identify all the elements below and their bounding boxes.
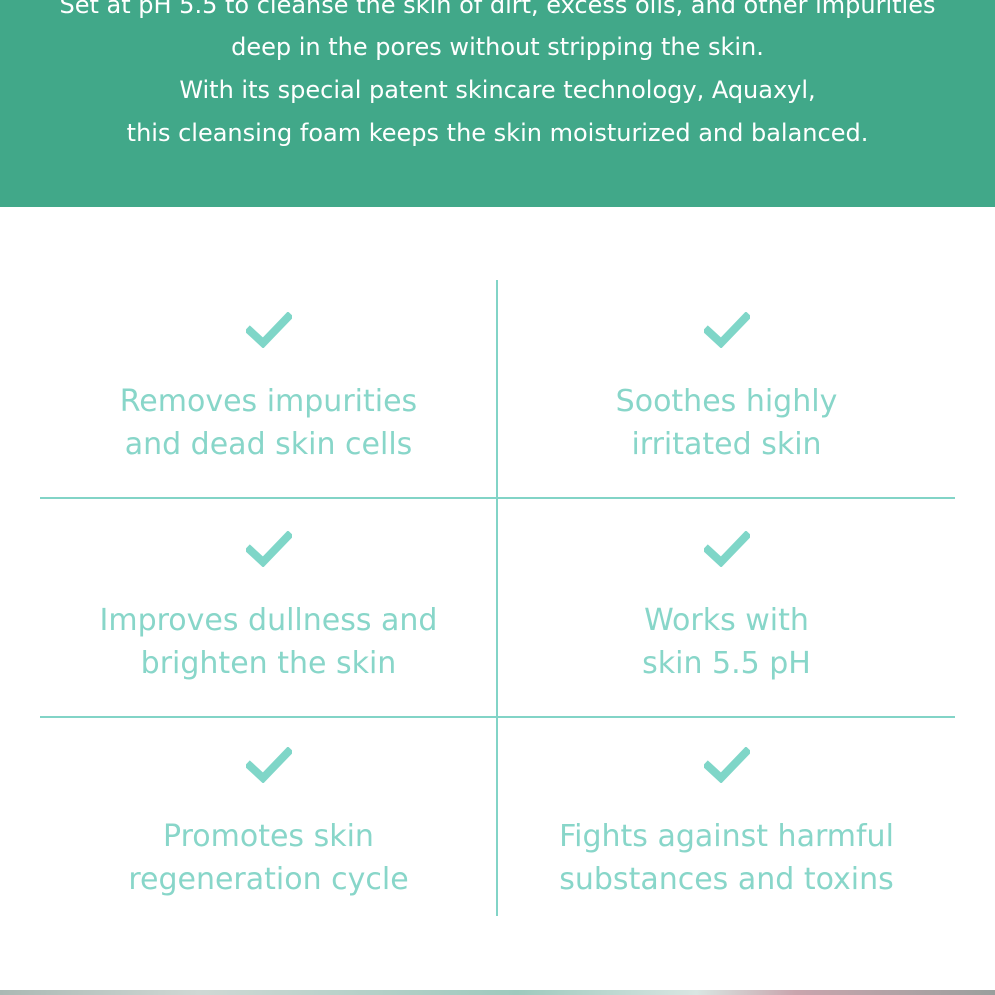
check-icon xyxy=(245,747,292,783)
check-icon xyxy=(703,531,750,567)
intro-line: Set at pH 5.5 to cleanse the skin of dir… xyxy=(59,0,936,19)
product-photo-strip xyxy=(0,990,995,995)
benefit-line: and dead skin cells xyxy=(124,427,413,462)
divider xyxy=(40,497,955,499)
check-icon xyxy=(703,747,750,783)
intro-line: With its special patent skincare technol… xyxy=(179,76,816,104)
benefit-item: Promotes skin regeneration cycle xyxy=(40,715,497,933)
check-icon xyxy=(245,531,292,567)
benefit-line: Works with xyxy=(644,603,809,638)
intro-line: this cleansing foam keeps the skin moist… xyxy=(126,119,869,147)
benefit-item: Works with skin 5.5 pH xyxy=(498,499,955,717)
benefit-line: brighten the skin xyxy=(140,646,397,681)
benefit-item: Removes impurities and dead skin cells xyxy=(40,280,497,498)
intro-banner: Set at pH 5.5 to cleanse the skin of dir… xyxy=(0,0,995,207)
intro-line: deep in the pores without stripping the … xyxy=(231,33,764,61)
benefit-item: Soothes highly irritated skin xyxy=(498,280,955,498)
benefit-line: Fights against harmful xyxy=(559,819,894,854)
divider xyxy=(40,716,955,718)
benefit-line: Promotes skin xyxy=(163,819,374,854)
check-icon xyxy=(245,312,292,348)
check-icon xyxy=(703,312,750,348)
benefits-grid: Removes impurities and dead skin cells Soo… xyxy=(40,280,955,916)
benefit-line: Soothes highly xyxy=(615,384,838,419)
benefit-line: skin 5.5 pH xyxy=(642,646,811,681)
benefit-line: Improves dullness and xyxy=(99,603,438,638)
divider xyxy=(496,280,498,916)
benefit-line: substances and toxins xyxy=(559,862,894,897)
benefit-item: Improves dullness and brighten the skin xyxy=(40,499,497,717)
benefit-item: Fights against harmful substances and tox… xyxy=(498,715,955,933)
benefit-line: Removes impurities xyxy=(119,384,418,419)
benefit-line: regeneration cycle xyxy=(128,862,409,897)
benefit-line: irritated skin xyxy=(631,427,822,462)
